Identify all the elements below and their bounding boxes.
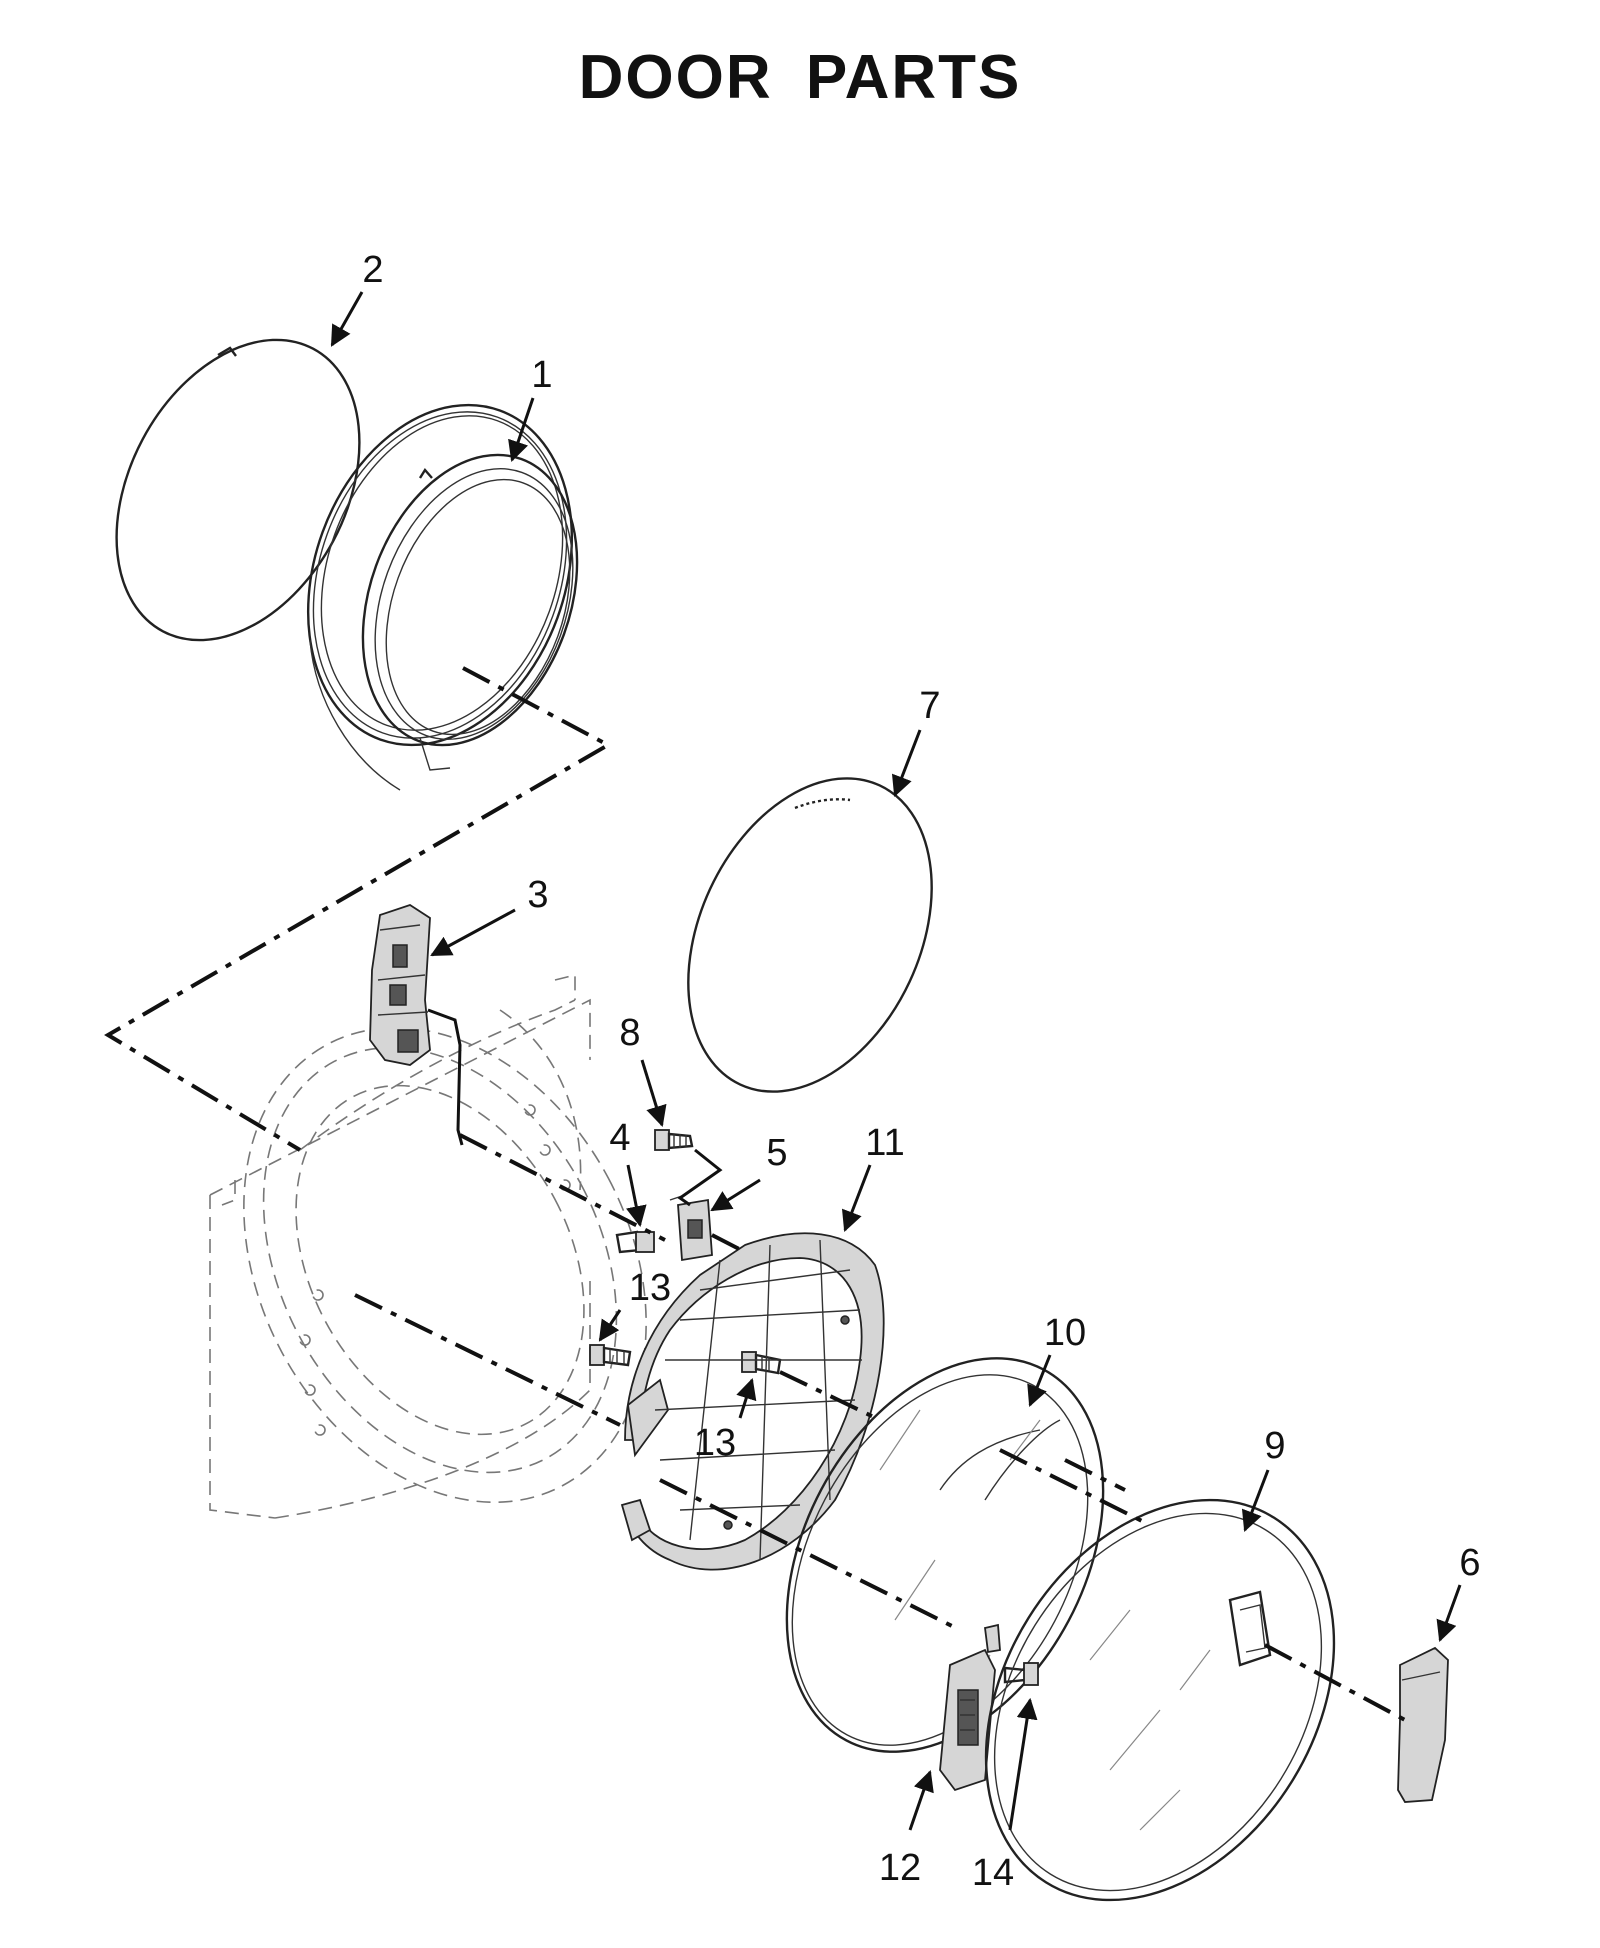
callout-10: 10 — [1044, 1312, 1086, 1354]
part-12-door-hinge — [939, 1623, 1001, 1792]
assembly-lines — [104, 666, 1406, 1722]
callout-4: 4 — [609, 1117, 630, 1159]
callout-14: 14 — [972, 1852, 1014, 1894]
callout-labels: 1 2 3 4 5 6 7 8 9 10 11 12 13 13 14 — [362, 249, 1480, 1894]
callout-1: 1 — [531, 354, 552, 396]
leader-arrows — [330, 291, 1462, 1831]
part-13-screw-left — [589, 1344, 632, 1367]
callout-11: 11 — [865, 1122, 904, 1164]
callout-13-center: 13 — [694, 1422, 736, 1464]
callout-6: 6 — [1459, 1542, 1480, 1584]
part-3-door-lock — [369, 904, 464, 1146]
part-6-handle-cover — [1397, 1646, 1449, 1803]
cabinet-front-ghost — [209, 973, 647, 1519]
callout-3: 3 — [527, 874, 548, 916]
part-14-screw — [1003, 1662, 1039, 1686]
part-9-outer-door — [984, 1498, 1336, 1902]
part-8-screw — [654, 1129, 694, 1151]
callout-2: 2 — [362, 249, 383, 291]
part-5-door-strike — [669, 1194, 713, 1262]
part-13-screw-center — [741, 1351, 782, 1375]
callout-8: 8 — [619, 1012, 640, 1054]
part-4-screw — [615, 1230, 655, 1254]
callout-7: 7 — [919, 685, 940, 727]
part-2-clamp-ring — [115, 338, 361, 642]
callout-5: 5 — [766, 1132, 787, 1174]
callout-13-left: 13 — [629, 1267, 671, 1309]
callout-9: 9 — [1264, 1425, 1285, 1467]
part-11-inner-door — [620, 1232, 885, 1571]
part-7-window-gasket — [687, 777, 933, 1093]
callout-12: 12 — [879, 1847, 921, 1889]
part-1-door-bellow — [306, 403, 579, 791]
page-title: DOOR PARTS — [578, 43, 1022, 112]
